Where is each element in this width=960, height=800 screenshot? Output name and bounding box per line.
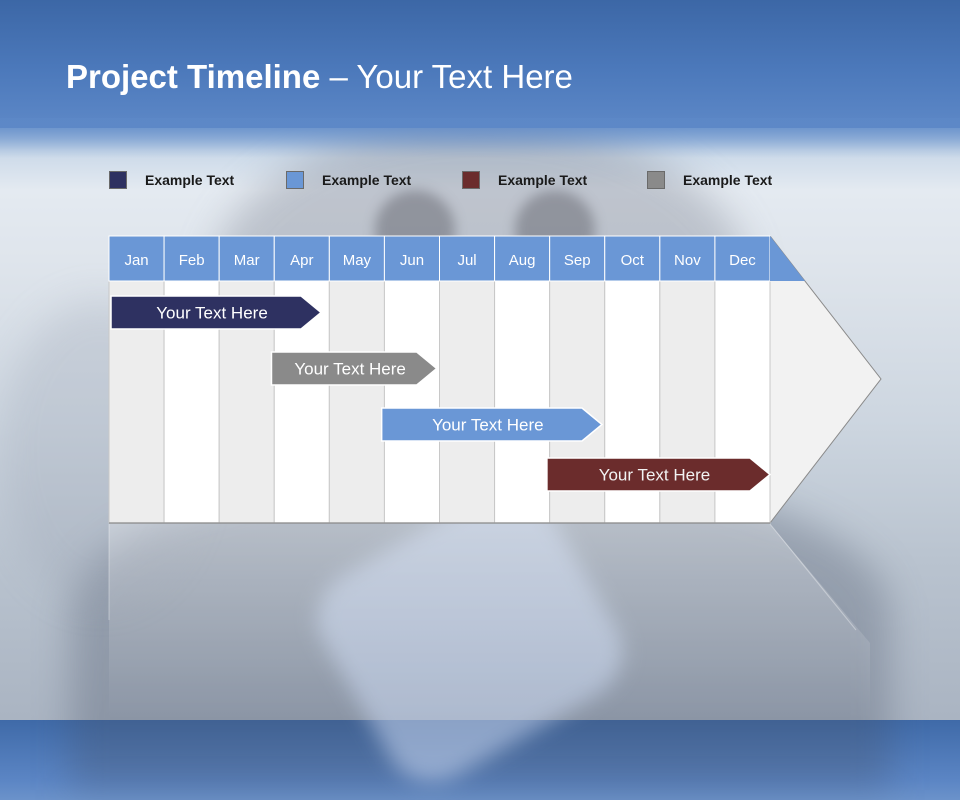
legend-item-2: Example Text — [286, 170, 411, 190]
legend-label-4: Example Text — [683, 172, 773, 188]
task-bar-shape-2 — [270, 351, 438, 386]
task-bar-shape-4 — [546, 457, 772, 492]
legend-item-1: Example Text — [109, 170, 234, 190]
month-label-jul: Jul — [457, 252, 476, 269]
legend-label-3: Example Text — [498, 172, 588, 188]
task-bar-shape-3 — [380, 407, 604, 442]
month-label-nov: Nov — [674, 252, 701, 269]
title-band — [0, 0, 960, 128]
slide-title: Project Timeline – Your Text Here — [66, 58, 573, 96]
month-cell-jun — [383, 235, 440, 282]
month-cell-aug — [494, 235, 551, 282]
month-label-oct: Oct — [621, 252, 645, 269]
month-label-mar: Mar — [234, 252, 260, 269]
month-label-may: May — [343, 252, 372, 269]
month-label-jan: Jan — [124, 252, 148, 269]
timeline-reflection — [108, 523, 870, 720]
month-cell-apr — [273, 235, 330, 282]
month-column-may — [328, 280, 385, 524]
legend-label-1: Example Text — [145, 172, 235, 188]
task-bar-4: Your Text Here — [546, 457, 772, 492]
legend-swatch-2 — [286, 171, 304, 189]
month-header: Jan Feb Mar Apr May Jun Jul Aug Sep Oct Nov Dec — [108, 235, 805, 282]
legend-label-2: Example Text — [322, 172, 412, 188]
month-column-jul — [439, 280, 496, 524]
month-cell-oct — [604, 235, 661, 282]
legend-item-3: Example Text — [462, 170, 587, 190]
title-band-fade — [0, 118, 960, 158]
slide-title-bold: Project Timeline — [66, 58, 321, 95]
month-cell-sep — [549, 235, 606, 282]
task-bar-2: Your Text Here — [270, 351, 438, 386]
legend-swatch-4 — [647, 171, 665, 189]
task-bar-label-1: Your Text Here — [156, 304, 268, 323]
month-header-wedge — [770, 236, 805, 281]
month-label-apr: Apr — [290, 252, 313, 269]
task-bar-shape-1 — [110, 295, 323, 330]
month-label-jun: Jun — [400, 252, 424, 269]
month-label-aug: Aug — [509, 252, 536, 269]
timeline-diagram: Jan Feb Mar Apr May Jun Jul Aug Sep Oct Nov Dec You… — [108, 235, 882, 720]
legend-swatch-3 — [462, 171, 480, 189]
slide-title-rest: – Your Text Here — [320, 58, 573, 95]
month-label-dec: Dec — [729, 252, 756, 269]
legend-swatch-1 — [109, 171, 127, 189]
task-bar-1: Your Text Here — [110, 295, 323, 330]
month-column-jun — [383, 280, 440, 524]
month-cell-nov — [659, 235, 716, 282]
month-cell-feb — [163, 235, 220, 282]
month-cell-jul — [439, 235, 496, 282]
month-cell-jan — [108, 235, 165, 282]
month-label-feb: Feb — [179, 252, 205, 269]
month-column-aug — [494, 280, 551, 524]
month-cell-mar — [218, 235, 275, 282]
task-bar-label-4: Your Text Here — [599, 466, 711, 485]
legend-item-4: Example Text — [647, 170, 772, 190]
month-cell-may — [328, 235, 385, 282]
task-bar-label-3: Your Text Here — [432, 416, 544, 435]
month-label-sep: Sep — [564, 252, 591, 269]
task-bar-label-2: Your Text Here — [294, 360, 406, 379]
task-bar-3: Your Text Here — [380, 407, 604, 442]
